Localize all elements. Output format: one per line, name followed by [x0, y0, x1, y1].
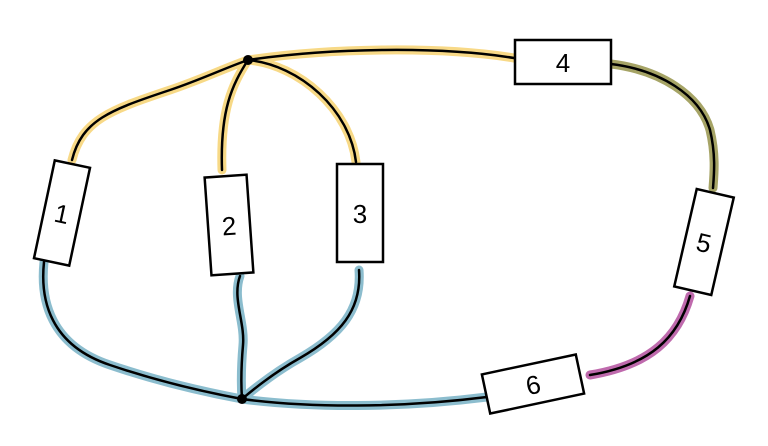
resistor-3-label: 3 — [353, 199, 367, 229]
top-node — [243, 55, 253, 65]
wire-top-node-to-r1 — [70, 58, 250, 162]
highlight-r1-to-bottom-node — [38, 257, 247, 404]
resistor-4: 4 — [513, 38, 613, 86]
wire-top-node-to-r4 — [246, 48, 516, 62]
resistor-2: 2 — [203, 173, 255, 277]
wire-bottom-node-to-r6 — [240, 395, 489, 407]
wire-r4-to-r5 — [609, 62, 716, 190]
resistor-1: 1 — [32, 158, 92, 268]
resistor-2-label: 2 — [221, 211, 238, 242]
highlight-r5-to-r6 — [585, 291, 695, 380]
wire-r1-to-bottom-node — [42, 260, 244, 401]
resistor-5-label: 5 — [693, 227, 714, 259]
resistor-3: 3 — [335, 162, 385, 264]
resistor-1-label: 1 — [52, 198, 72, 230]
resistor-5: 5 — [672, 187, 736, 297]
wire-top-node-to-r2 — [220, 58, 250, 172]
bottom-node — [237, 394, 247, 404]
highlight-r3-to-bottom-node — [237, 265, 364, 404]
resistor-6-label: 6 — [523, 369, 543, 401]
wires — [42, 48, 716, 407]
wire-top-node-to-r3 — [246, 58, 358, 164]
resistor-6: 6 — [480, 352, 586, 416]
highlight-r4-to-r5 — [606, 59, 719, 193]
highlight-top-node-to-r3 — [243, 55, 361, 167]
wire-r5-to-r6 — [588, 294, 692, 377]
wire-r3-to-bottom-node — [240, 268, 361, 401]
wire-r2-to-bottom-node — [236, 274, 245, 401]
resistor-4-label: 4 — [556, 48, 570, 78]
